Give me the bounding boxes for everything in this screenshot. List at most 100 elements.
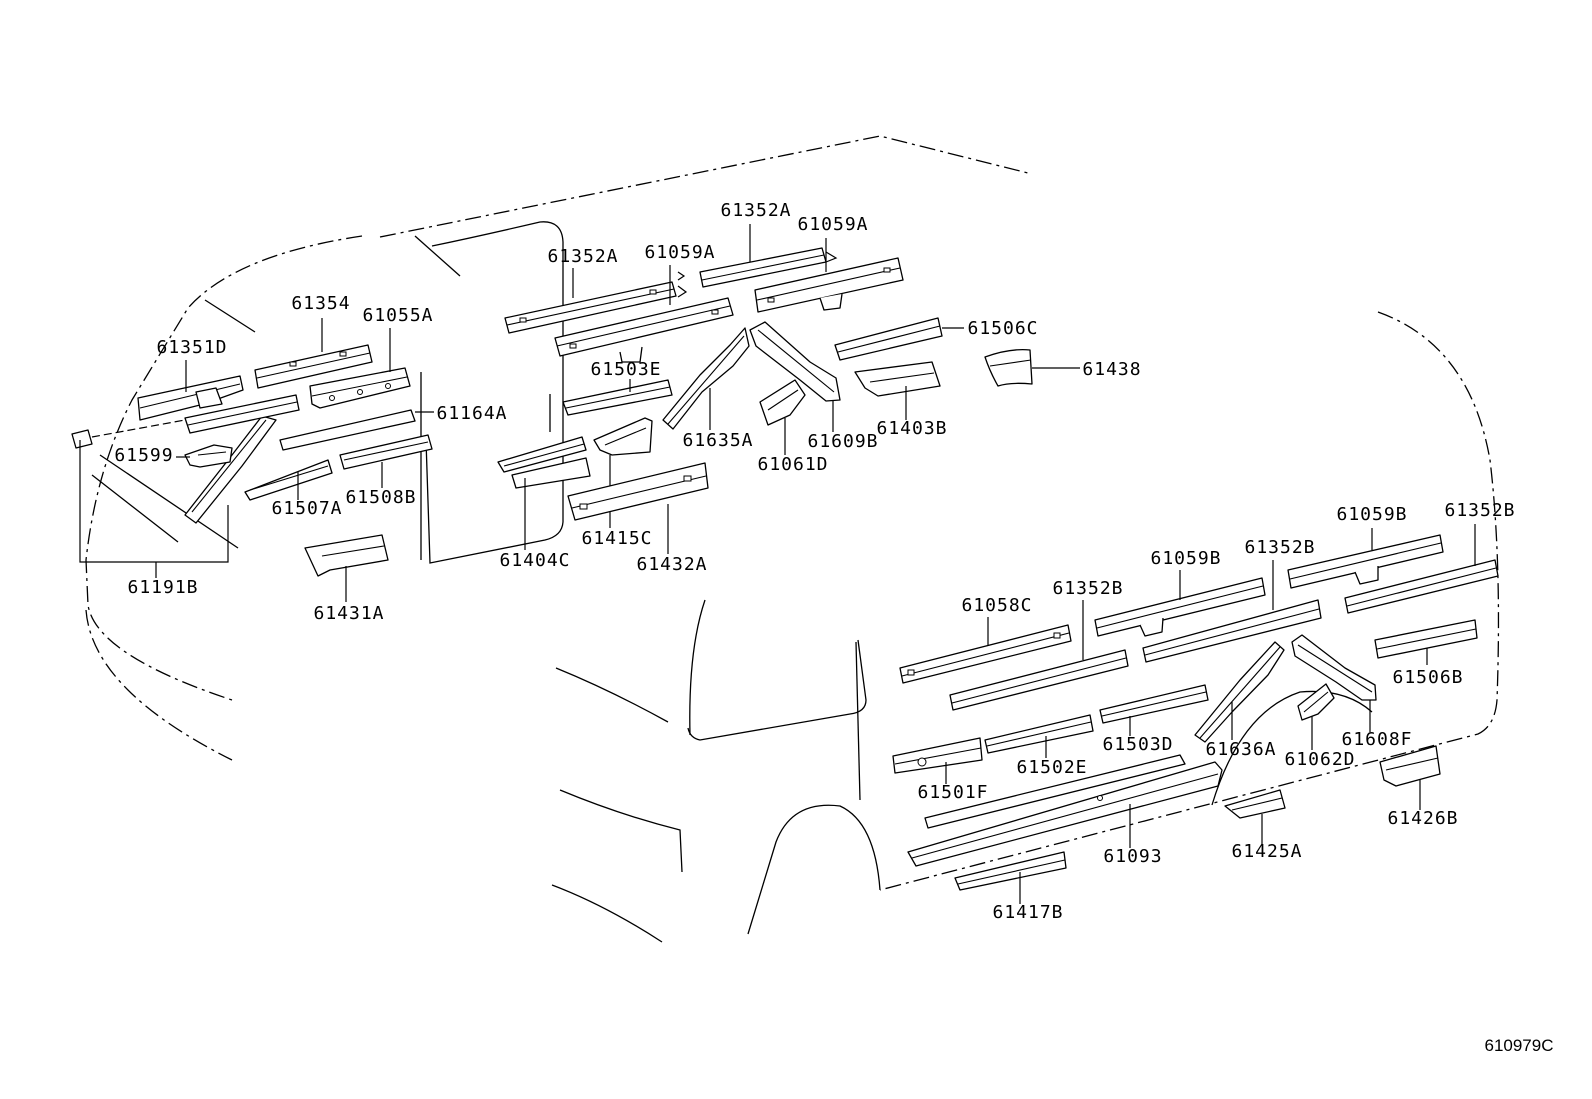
rail-hole: [357, 389, 363, 395]
rail-hole: [683, 475, 692, 482]
pillar-rib: [1297, 644, 1373, 693]
part-61599: [176, 444, 233, 468]
part-61503d: [1099, 684, 1209, 736]
rail-hole: [649, 289, 657, 295]
part-61352b-lower: [949, 600, 1129, 711]
part-61636a: [1194, 641, 1285, 743]
part-61352b-right: [1344, 524, 1499, 614]
part-61608f: [1291, 634, 1377, 732]
part-61351d: [137, 360, 244, 421]
part-61426b: [1379, 745, 1441, 810]
part-61503e: [562, 379, 673, 416]
bracket-body: [184, 444, 233, 468]
leader-mark: [825, 251, 838, 263]
front-lower-line: [85, 609, 233, 761]
part-61508b: [339, 434, 433, 488]
rail-rib: [565, 386, 671, 409]
callout-61507a: 61507A: [271, 498, 342, 519]
rail-rib: [986, 721, 1092, 747]
body-side-line-1: [689, 599, 706, 736]
callout-61635a: 61635A: [682, 430, 753, 451]
rail-body: [1142, 599, 1322, 663]
callout-61352b: 61352B: [1244, 537, 1315, 558]
rail-rib: [343, 441, 429, 461]
callout-61059a: 61059A: [797, 214, 868, 235]
callout-61055a: 61055A: [362, 305, 433, 326]
pillar-rib: [667, 335, 745, 425]
callout-61062d: 61062D: [1284, 749, 1355, 770]
part-61506b: [1374, 619, 1478, 665]
pillar-rib: [1199, 646, 1281, 739]
windshield-line: [91, 474, 179, 543]
callout-61501f: 61501F: [917, 782, 988, 803]
pillar-body: [662, 327, 750, 430]
bracket-rib: [869, 372, 935, 383]
part-61501f: [892, 737, 983, 784]
part-61425a: [1224, 789, 1286, 844]
front-door-edge: [414, 235, 461, 277]
sill-rib: [911, 773, 1219, 859]
bracket-rib: [321, 545, 385, 557]
rail-hole: [579, 503, 588, 510]
rail-rib: [951, 657, 1127, 704]
vehicle-outline-front: [85, 135, 1033, 761]
callout-61352a: 61352A: [720, 200, 791, 221]
bracket-rib: [767, 389, 799, 411]
callout-61636a: 61636A: [1205, 739, 1276, 760]
rail-rib: [139, 383, 241, 409]
rail-tab: [619, 346, 643, 363]
rail-rib: [756, 267, 901, 301]
body-side-line-2: [555, 667, 669, 723]
cover-body: [984, 349, 1033, 387]
rail-rib: [1101, 691, 1207, 717]
callout-61352a: 61352A: [547, 246, 618, 267]
rail-tab: [819, 293, 843, 311]
bracket-rib: [1385, 757, 1439, 771]
clip-dash-line: [91, 419, 186, 438]
part-61191b-pillar: [71, 394, 300, 578]
rail-body: [554, 297, 734, 357]
rear-wheel-arch-right: [1211, 690, 1373, 806]
part-61164a: [279, 409, 434, 451]
rail-hole: [339, 351, 347, 357]
rail-hole: [569, 343, 577, 349]
rod-body: [279, 409, 416, 451]
rail-body: [244, 459, 333, 501]
part-61059a-left: [554, 265, 734, 363]
body-side-line-4: [551, 884, 663, 943]
part-61055a: [309, 328, 411, 409]
callout-61503e: 61503E: [590, 359, 661, 380]
callout-61417b: 61417B: [992, 902, 1063, 923]
part-61431a: [304, 534, 389, 602]
callout-61404c: 61404C: [499, 550, 570, 571]
rail-hole: [385, 383, 391, 389]
callout-61093: 61093: [1103, 846, 1162, 867]
callout-61061d: 61061D: [757, 454, 828, 475]
sill-body: [907, 761, 1223, 867]
rail-rib: [506, 288, 675, 326]
rail-body: [892, 737, 983, 774]
rail-hole: [907, 669, 915, 676]
rail-rib: [837, 325, 941, 353]
part-61404c: [497, 436, 591, 550]
callout-61609b: 61609B: [807, 431, 878, 452]
part-61609b: [749, 321, 841, 432]
rail-rib: [556, 305, 731, 347]
rail-rib: [249, 465, 329, 491]
part-61438: [984, 349, 1080, 387]
rail-body: [954, 851, 1067, 891]
rail-body-lower: [511, 457, 591, 489]
rear-wheel-arch-left: [747, 804, 881, 935]
rail-rib: [1346, 567, 1497, 607]
sliding-door-outline: [425, 221, 564, 564]
callout-61503d: 61503D: [1102, 734, 1173, 755]
rail-rib: [1144, 608, 1320, 656]
leader-mark: [677, 285, 688, 298]
part-61354: [254, 318, 373, 389]
callout-61431a: 61431A: [313, 603, 384, 624]
callout-61432a: 61432A: [636, 554, 707, 575]
callout-61403b: 61403B: [876, 418, 947, 439]
rail-body: [567, 462, 709, 521]
bracket-rib: [604, 427, 647, 446]
